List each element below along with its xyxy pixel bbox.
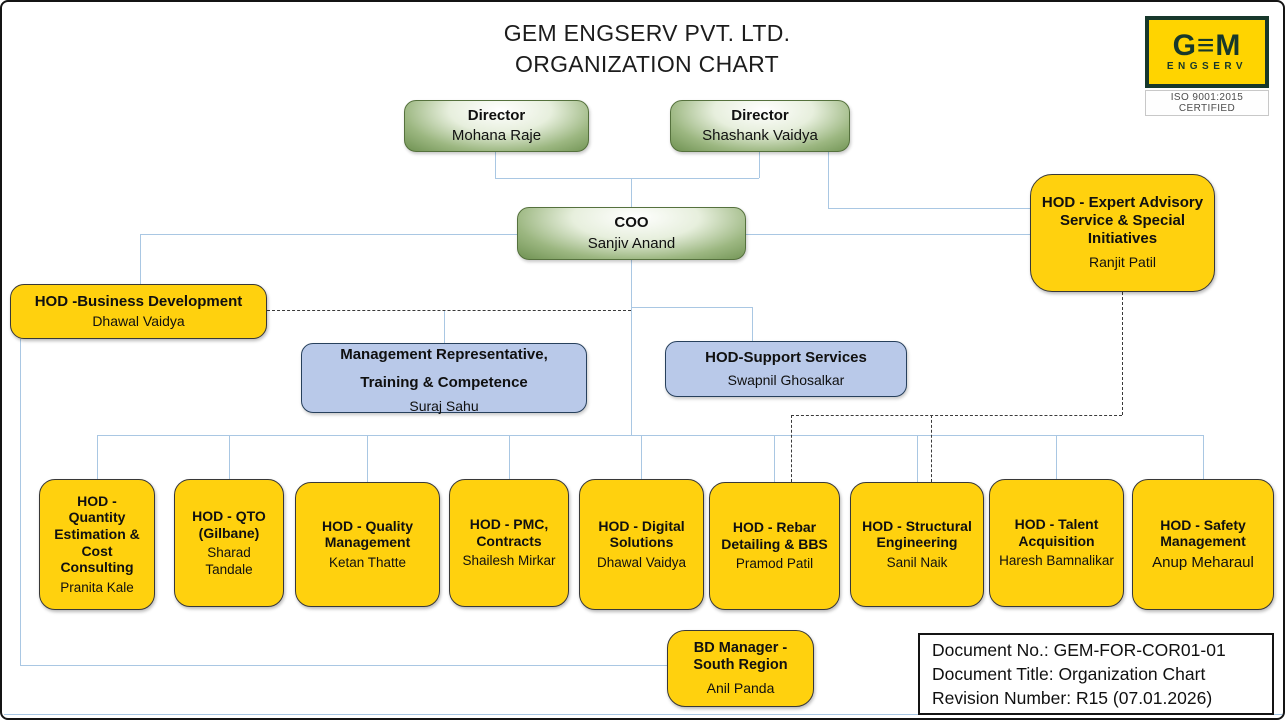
node-director-mohana-raje: Director Mohana Raje: [404, 100, 589, 152]
connector: [140, 234, 517, 235]
node-hod-quantity-estimation: HOD - Quantity Estimation & Cost Consult…: [39, 479, 155, 610]
logo-brand-text: G≡M: [1172, 29, 1242, 62]
node-title: HOD - Expert Advisory Service & Special …: [1041, 194, 1204, 247]
connector: [495, 178, 759, 179]
node-person: Shashank Vaidya: [702, 127, 818, 145]
connector: [1203, 435, 1204, 479]
bottom-rule: [4, 714, 1283, 715]
connector: [97, 435, 98, 479]
node-title: Director: [731, 106, 789, 124]
node-person: Mohana Raje: [451, 127, 542, 145]
connector-dashed: [267, 310, 631, 311]
node-title: HOD - Safety Management: [1160, 516, 1246, 550]
node-title: HOD - Structural Engineering: [862, 517, 972, 551]
document-title: Document Title: Organization Chart: [932, 664, 1206, 684]
node-person: Swapnil Ghosalkar: [727, 372, 845, 389]
logo-subtitle: ENGSERV: [1166, 61, 1248, 72]
connector: [774, 435, 775, 482]
document-number: Document No.: GEM-FOR-COR01-01: [932, 640, 1226, 660]
node-person: Pramod Patil: [735, 556, 814, 572]
node-hod-talent-acquisition: HOD - Talent Acquisition Haresh Bamnalik…: [989, 479, 1124, 607]
connector: [828, 208, 1030, 209]
node-hod-digital-solutions: HOD - Digital Solutions Dhawal Vaidya: [579, 479, 704, 610]
connector: [1056, 435, 1057, 479]
connector: [20, 339, 21, 665]
connector: [641, 435, 642, 479]
node-person: Sanjiv Anand: [587, 234, 676, 252]
node-person: Anup Meharaul: [1152, 553, 1254, 571]
node-bd-manager-south: BD Manager - South Region Anil Panda: [667, 630, 814, 707]
chart-title: ORGANIZATION CHART: [515, 51, 779, 77]
node-title: HOD - Talent Acquisition: [1014, 516, 1099, 549]
connector-dashed: [931, 415, 932, 482]
connector-dashed: [1122, 292, 1123, 415]
node-title: HOD - QTO (Gilbane): [192, 508, 266, 541]
connector: [444, 310, 445, 343]
connector: [631, 260, 632, 435]
company-name: GEM ENGSERV PVT. LTD.: [503, 20, 791, 46]
node-coo: COO Sanjiv Anand: [517, 207, 746, 260]
page-title: GEM ENGSERV PVT. LTD. ORGANIZATION CHART: [332, 18, 962, 80]
node-hod-expert-advisory: HOD - Expert Advisory Service & Special …: [1030, 174, 1215, 292]
node-title: HOD - Rebar Detailing & BBS: [721, 519, 828, 552]
logo-letter-m: M: [1215, 29, 1242, 62]
connector: [752, 307, 753, 341]
node-person: Suraj Sahu: [409, 397, 479, 414]
node-person: Haresh Bamnalikar: [999, 553, 1114, 569]
gem-logo-icon: G≡M ENGSERV: [1145, 16, 1269, 88]
node-person: Shailesh Mirkar: [462, 553, 556, 569]
node-title: HOD-Support Services: [705, 348, 867, 366]
logo-letter-g: G: [1172, 29, 1197, 62]
node-hod-rebar-detailing: HOD - Rebar Detailing & BBS Pramod Patil: [709, 482, 840, 610]
node-person: Dhawal Vaidya: [92, 312, 185, 329]
node-hod-quality-management: HOD - Quality Management Ketan Thatte: [295, 482, 440, 607]
connector: [20, 665, 667, 666]
revision-number: Revision Number: R15 (07.01.2026): [932, 688, 1213, 708]
connector: [140, 234, 141, 284]
connector: [746, 234, 1030, 235]
connector: [917, 435, 918, 482]
connector-dashed: [791, 415, 792, 482]
connector-bus: [97, 435, 1203, 436]
iso-certification-label: ISO 9001:2015 CERTIFIED: [1145, 90, 1269, 116]
connector-dashed: [791, 415, 1122, 416]
node-hod-qto: HOD - QTO (Gilbane) Sharad Tandale: [174, 479, 284, 607]
node-title: COO: [614, 214, 649, 231]
node-director-shashank-vaidya: Director Shashank Vaidya: [670, 100, 850, 152]
node-title: HOD - Digital Solutions: [598, 517, 685, 551]
node-management-representative: Management Representative, Training & Co…: [301, 343, 587, 414]
node-person: Sharad Tandale: [205, 545, 253, 577]
connector: [631, 178, 632, 207]
node-title: HOD - PMC, Contracts: [469, 516, 549, 549]
connector: [631, 307, 752, 308]
company-logo: G≡M ENGSERV ISO 9001:2015 CERTIFIED: [1145, 16, 1269, 116]
connector: [229, 435, 230, 479]
node-title: HOD -Business Development: [34, 293, 243, 311]
node-hod-safety-management: HOD - Safety Management Anup Meharaul: [1132, 479, 1274, 610]
node-person: Ketan Thatte: [328, 554, 407, 570]
node-person: Dhawal Vaidya: [596, 554, 687, 570]
node-hod-support-services: HOD-Support Services Swapnil Ghosalkar: [665, 341, 907, 397]
node-person: Sanil Naik: [886, 554, 948, 570]
node-title: HOD - Quality Management: [321, 517, 413, 551]
node-hod-business-development: HOD -Business Development Dhawal Vaidya: [10, 284, 267, 339]
connector: [828, 152, 829, 208]
document-info-box: Document No.: GEM-FOR-COR01-01 Document …: [918, 633, 1274, 715]
connector: [759, 152, 760, 178]
node-title: BD Manager - South Region: [693, 640, 788, 674]
logo-letter-e-bars-icon: ≡: [1196, 29, 1216, 62]
node-title: Management Representative, Training & Co…: [340, 346, 548, 391]
node-person: Pranita Kale: [60, 579, 134, 595]
connector: [495, 152, 496, 178]
node-hod-structural-engineering: HOD - Structural Engineering Sanil Naik: [850, 482, 984, 607]
node-person: Ranjit Patil: [1089, 254, 1156, 271]
node-title: HOD - Quantity Estimation & Cost Consult…: [54, 492, 140, 576]
connector: [367, 435, 368, 482]
node-hod-pmc-contracts: HOD - PMC, Contracts Shailesh Mirkar: [449, 479, 569, 607]
connector: [509, 435, 510, 479]
node-person: Anil Panda: [706, 679, 775, 696]
node-title: Director: [467, 106, 526, 124]
